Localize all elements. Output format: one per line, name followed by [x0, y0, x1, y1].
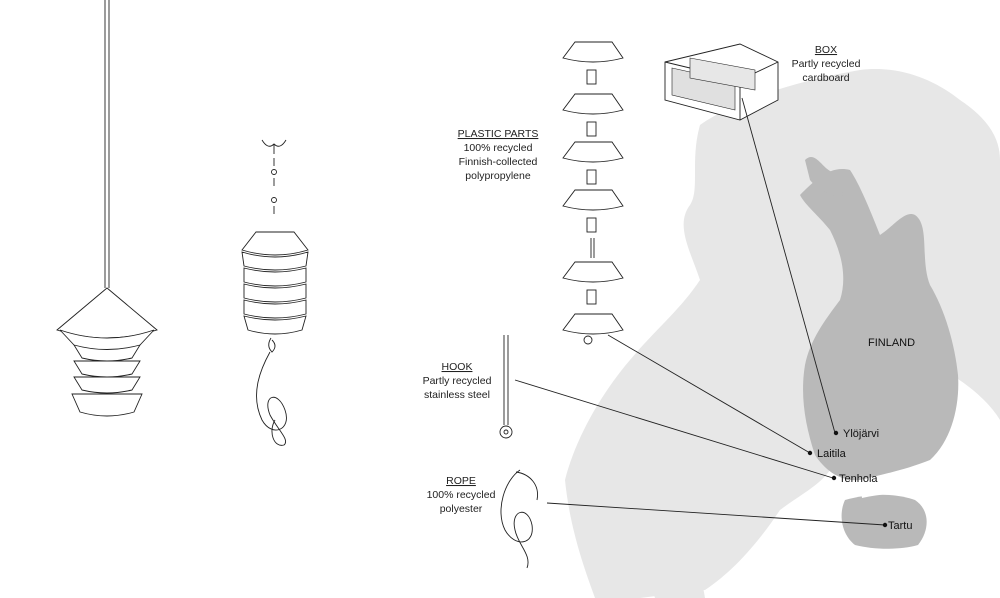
rope-title: ROPE — [446, 475, 476, 487]
plastic-stack — [562, 41, 624, 345]
plastic-line-1: 100% recycled — [464, 142, 533, 154]
place-label: Laitila — [817, 448, 847, 460]
plastic-line-2: Finnish-collected — [459, 156, 538, 168]
rope-line-1: 100% recycled — [427, 489, 496, 501]
place-marker — [831, 475, 837, 481]
place-laitila: Laitila — [807, 448, 847, 460]
gulf-of-finland — [860, 462, 938, 498]
label-rope: ROPE 100% recycled polyester — [427, 475, 496, 515]
place-ylojarvi: Ylöjärvi — [833, 428, 879, 440]
country-label: FINLAND — [868, 337, 915, 349]
box-title: BOX — [815, 44, 837, 56]
estonia-landmass — [841, 494, 927, 549]
label-box: BOX Partly recycled cardboard — [792, 44, 861, 84]
finland-north-tip — [805, 157, 843, 198]
plastic-line-3: polypropylene — [465, 170, 531, 182]
map — [565, 69, 1000, 598]
place-tartu: Tartu — [882, 520, 912, 532]
place-tenhola: Tenhola — [831, 473, 878, 485]
box-line-2: cardboard — [802, 72, 849, 84]
place-label: Ylöjärvi — [843, 428, 879, 440]
box-line-1: Partly recycled — [792, 58, 861, 70]
hook-part — [499, 335, 513, 439]
hook-title: HOOK — [442, 361, 473, 373]
finland-landmass — [800, 169, 959, 481]
hook-line-1: Partly recycled — [423, 375, 492, 387]
label-plastic: PLASTIC PARTS 100% recycled Finnish-coll… — [458, 128, 539, 182]
rope-lamp — [241, 139, 309, 446]
place-marker — [833, 430, 839, 436]
scandinavia-landmass — [565, 69, 1000, 598]
plastic-title: PLASTIC PARTS — [458, 128, 539, 140]
rope-line-2: polyester — [440, 503, 483, 515]
label-hook: HOOK Partly recycled stainless steel — [423, 361, 492, 401]
hook-line-2: stainless steel — [424, 389, 490, 401]
place-label: Tartu — [888, 520, 912, 532]
denmark-landmass — [652, 554, 705, 598]
place-marker — [807, 450, 813, 456]
place-label: Tenhola — [839, 473, 878, 485]
leader-lines — [514, 97, 886, 526]
place-marker — [882, 522, 888, 528]
assembled-lamp — [56, 0, 158, 417]
box-part — [664, 43, 779, 121]
rope-part — [500, 469, 538, 569]
